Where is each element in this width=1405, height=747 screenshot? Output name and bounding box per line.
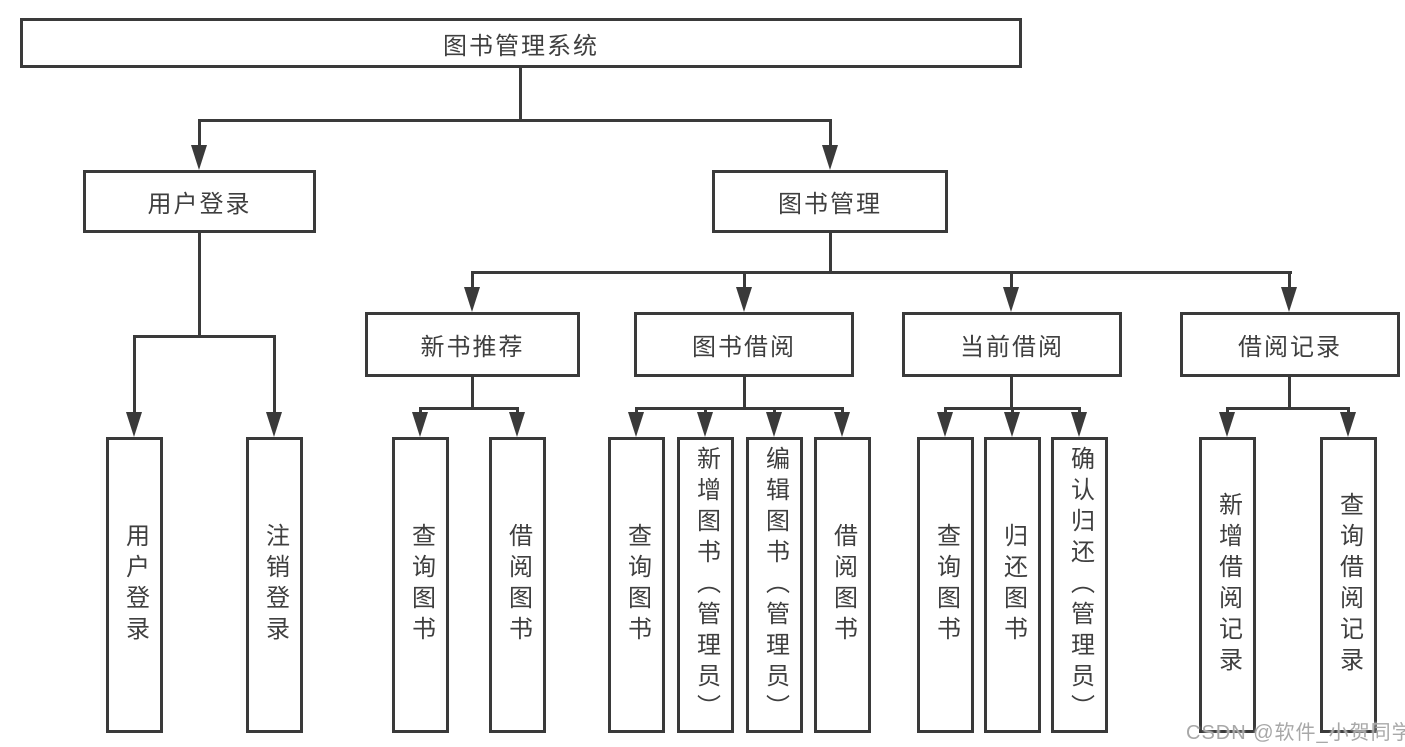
node-label: 借阅图书 xyxy=(829,523,857,647)
node-label: 归还图书 xyxy=(999,523,1027,647)
arrow-down-icon xyxy=(628,412,644,437)
arrow-down-icon xyxy=(412,412,428,437)
connector-line xyxy=(133,335,136,415)
node-label: 新书推荐 xyxy=(420,334,525,361)
leaf-query-borrow-record: 查询借阅记录 xyxy=(1320,437,1377,733)
node-label: 确认归还（管理员） xyxy=(1066,445,1094,725)
arrow-down-icon xyxy=(766,412,782,437)
csdn-watermark: CSDN @软件_小贺同学 xyxy=(1186,722,1405,744)
arrow-down-icon xyxy=(1003,287,1019,312)
node-book-management: 图书管理 xyxy=(712,170,948,233)
arrow-down-icon xyxy=(834,412,850,437)
node-new-book-recommendation: 新书推荐 xyxy=(365,312,580,377)
node-label: 查询借阅记录 xyxy=(1335,492,1363,678)
node-label: 图书管理系统 xyxy=(443,32,599,60)
connector-borrow-records-stem xyxy=(1288,377,1291,410)
connector-root-stem xyxy=(519,68,522,121)
connector-line xyxy=(471,271,474,293)
connector-borrow-records-split xyxy=(1226,407,1350,410)
leaf-borrow-books-recommend: 借阅图书 xyxy=(489,437,546,733)
leaf-return-book: 归还图书 xyxy=(984,437,1041,733)
connector-line xyxy=(273,335,276,415)
leaf-query-books-recommend: 查询图书 xyxy=(392,437,449,733)
node-label: 当前借阅 xyxy=(960,334,1064,361)
arrow-down-icon xyxy=(464,287,480,312)
node-label: 查询图书 xyxy=(407,523,435,647)
connector-level2-split xyxy=(198,119,831,122)
leaf-query-books-current: 查询图书 xyxy=(917,437,974,733)
connector-line xyxy=(829,119,832,149)
leaf-edit-book-admin: 编辑图书（管理员） xyxy=(746,437,803,733)
leaf-add-borrow-record: 新增借阅记录 xyxy=(1199,437,1256,733)
node-book-borrowing: 图书借阅 xyxy=(634,312,854,377)
leaf-borrow-books-borrowing: 借阅图书 xyxy=(814,437,871,733)
connector-new-book-split xyxy=(419,407,519,410)
node-user-login: 用户登录 xyxy=(83,170,316,233)
connector-level3-split xyxy=(471,271,1292,274)
node-label: 借阅图书 xyxy=(504,523,532,647)
arrow-down-icon xyxy=(736,287,752,312)
node-label: 编辑图书（管理员） xyxy=(761,445,789,725)
node-label: 用户登录 xyxy=(147,191,252,218)
node-label: 图书借阅 xyxy=(692,334,796,361)
connector-book-management-stem xyxy=(829,233,832,274)
connector-book-borrow-split xyxy=(635,407,844,410)
leaf-user-login: 用户登录 xyxy=(106,437,163,733)
arrow-down-icon xyxy=(1071,412,1087,437)
connector-book-borrow-stem xyxy=(743,377,746,410)
arrow-down-icon xyxy=(697,412,713,437)
connector-line xyxy=(743,271,746,293)
node-label: 用户登录 xyxy=(121,523,149,647)
arrow-down-icon xyxy=(266,412,282,437)
node-library-management-system: 图书管理系统 xyxy=(20,18,1022,68)
arrow-down-icon xyxy=(1340,412,1356,437)
arrow-down-icon xyxy=(1219,412,1235,437)
arrow-down-icon xyxy=(191,145,207,170)
arrow-down-icon xyxy=(1281,287,1297,312)
arrow-down-icon xyxy=(822,145,838,170)
connector-user-login-split xyxy=(133,335,276,338)
node-label: 查询图书 xyxy=(932,523,960,647)
leaf-add-book-admin: 新增图书（管理员） xyxy=(677,437,734,733)
node-label: 借阅记录 xyxy=(1238,334,1342,361)
leaf-logout: 注销登录 xyxy=(246,437,303,733)
connector-user-login-stem xyxy=(198,233,201,337)
node-current-borrowing: 当前借阅 xyxy=(902,312,1122,377)
arrow-down-icon xyxy=(126,412,142,437)
node-borrowing-records: 借阅记录 xyxy=(1180,312,1400,377)
node-label: 新增图书（管理员） xyxy=(692,445,720,725)
connector-line xyxy=(1288,271,1291,293)
arrow-down-icon xyxy=(1004,412,1020,437)
node-label: 图书管理 xyxy=(778,191,882,218)
connector-line xyxy=(198,119,201,149)
connector-line xyxy=(1010,271,1013,293)
connector-current-borrow-stem xyxy=(1010,377,1013,410)
arrow-down-icon xyxy=(509,412,525,437)
leaf-query-books-borrowing: 查询图书 xyxy=(608,437,665,733)
node-label: 查询图书 xyxy=(623,523,651,647)
arrow-down-icon xyxy=(937,412,953,437)
leaf-confirm-return-admin: 确认归还（管理员） xyxy=(1051,437,1108,733)
node-label: 注销登录 xyxy=(261,523,289,647)
node-label: 新增借阅记录 xyxy=(1214,492,1242,678)
connector-new-book-stem xyxy=(471,377,474,410)
